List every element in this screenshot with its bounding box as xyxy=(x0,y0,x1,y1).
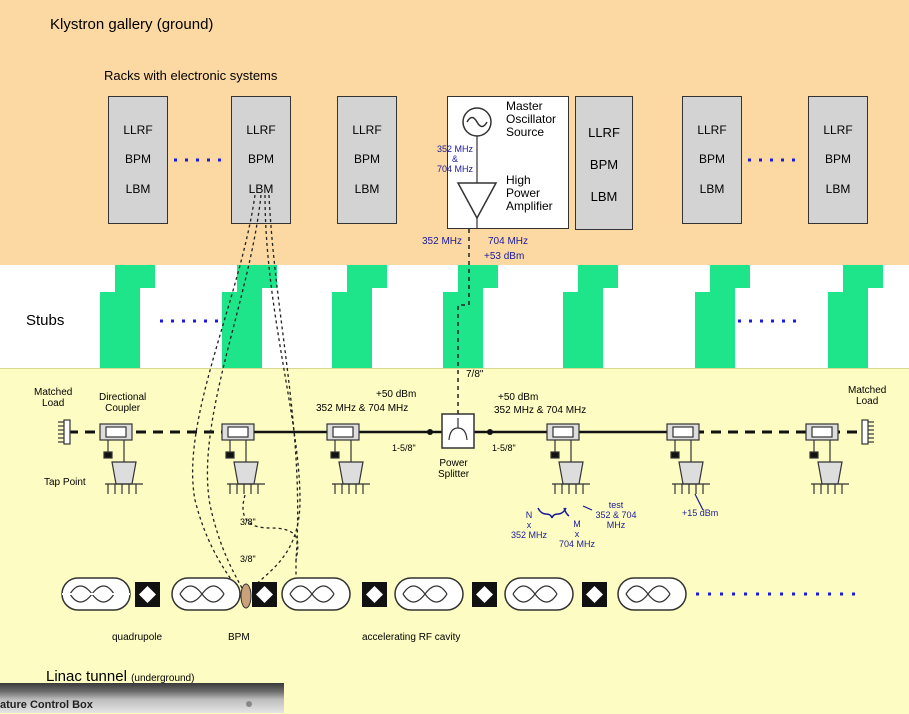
cable-7-8 xyxy=(458,229,469,414)
matched-load-left-icon xyxy=(58,420,70,444)
stubs-label: Stubs xyxy=(26,312,64,329)
linac-tunnel-label: Linac tunnel (underground) xyxy=(46,668,194,685)
n-352-label: N x 352 MHz xyxy=(508,510,550,540)
cable-7-8-label: 7/8" xyxy=(466,369,483,380)
matched-load-left-label: Matched Load xyxy=(34,387,72,409)
power-splitter-label: Power Splitter xyxy=(438,458,469,480)
gallery-352-label: 352 MHz xyxy=(422,236,462,247)
matched-load-right-icon xyxy=(862,420,874,444)
amplifier-icon xyxy=(458,183,496,218)
power-right-label: +50 dBm xyxy=(498,392,538,403)
test-label: test 352 & 704 MHz xyxy=(592,500,640,530)
gallery-704-label: 704 MHz xyxy=(488,236,528,247)
directional-coupler-label: Directional Coupler xyxy=(99,392,146,414)
m-brace xyxy=(564,508,569,516)
cable-1-5-8-left-label: 1-5/8" xyxy=(392,443,416,453)
bpm-pickup-icon xyxy=(241,584,251,608)
cavity-label: accelerating RF cavity xyxy=(362,632,460,643)
p15-label: +15 dBm xyxy=(682,508,718,518)
matched-load-right-label: Matched Load xyxy=(848,385,886,407)
power-left-label: +50 dBm xyxy=(376,389,416,400)
cable-3-8-a-label: 3/8" xyxy=(240,517,256,527)
cable-3-8-b-label: 3/8" xyxy=(240,554,256,564)
photo-caption: ature Control Box xyxy=(0,699,93,711)
gallery-53dbm-label: +53 dBm xyxy=(484,251,524,262)
photo-screw-icon xyxy=(246,701,252,707)
bpm-cables xyxy=(193,195,300,600)
source-frequency-label: 352 MHz & 704 MHz xyxy=(436,144,474,174)
tap-pins xyxy=(108,484,842,494)
bpm-label: BPM xyxy=(228,632,250,643)
amplifier-label: High Power Amplifier xyxy=(506,174,553,213)
quadrupole-label: quadrupole xyxy=(112,632,162,643)
cable-1-5-8-right-label: 1-5/8" xyxy=(492,443,516,453)
freq-left-label: 352 MHz & 704 MHz xyxy=(316,403,408,414)
tap-point-label: Tap Point xyxy=(44,477,86,488)
control-box-photo: ature Control Box xyxy=(0,683,284,713)
master-oscillator-label: Master Oscillator Source xyxy=(506,100,556,139)
freq-right-label: 352 MHz & 704 MHz xyxy=(494,405,586,416)
